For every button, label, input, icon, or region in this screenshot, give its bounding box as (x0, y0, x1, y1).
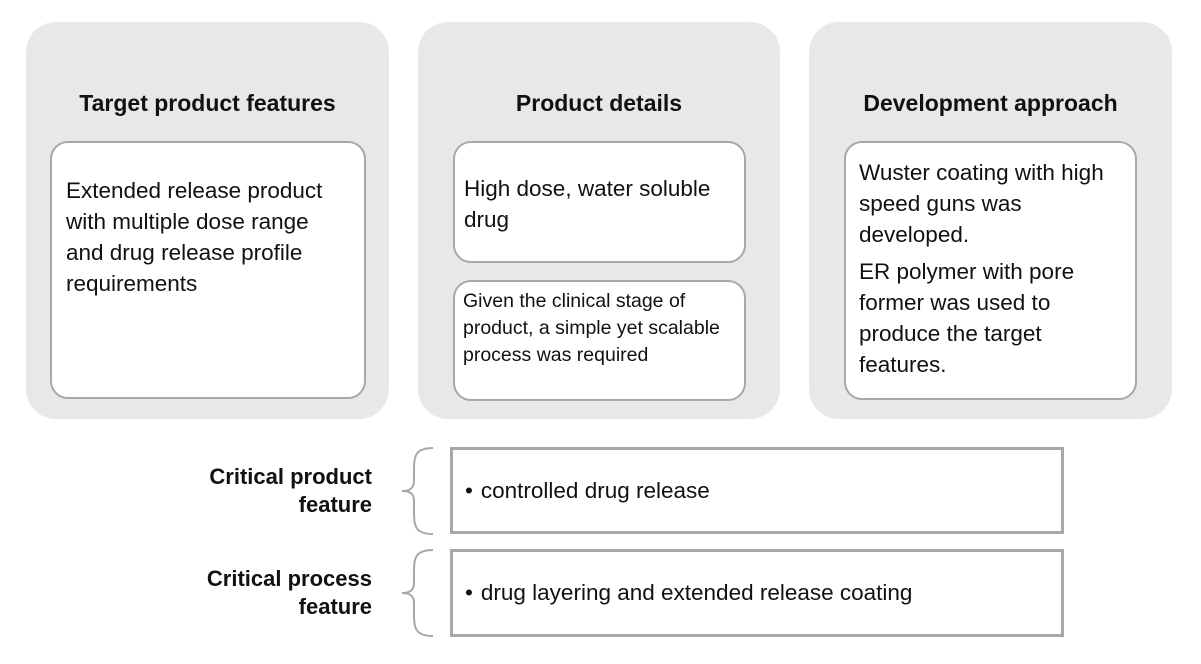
critical-product-label: Critical product feature (209, 464, 372, 517)
development-approach-box: Wuster coating with high speed guns was … (844, 141, 1137, 400)
brace-icon (401, 447, 434, 535)
panel-development-approach: Development approach Wuster coating with… (809, 22, 1172, 419)
panel-title: Development approach (863, 90, 1118, 116)
box-text: Extended release product with multiple d… (66, 178, 323, 296)
box-text: ER polymer with pore former was used to … (859, 259, 1075, 377)
target-features-box: Extended release product with multiple d… (50, 141, 366, 399)
bullet: • (465, 580, 473, 605)
critical-process-box: • drug layering and extended release coa… (450, 549, 1064, 637)
panel-target-product-features: Target product features Extended release… (26, 22, 389, 419)
critical-product-item: controlled drug release (480, 477, 710, 503)
panel-title: Target product features (79, 90, 336, 116)
panel-title: Product details (515, 90, 683, 116)
box-text: Wuster coating with high speed guns was … (859, 160, 1104, 247)
box-text: High dose, water soluble drug (464, 176, 711, 232)
brace-icon (401, 549, 434, 637)
product-details-box-1: High dose, water soluble drug (453, 141, 746, 263)
critical-process-label: Critical process feature (206, 566, 372, 619)
critical-process-item: drug layering and extended release coati… (480, 580, 913, 605)
product-details-box-2: Given the clinical stage of product, a s… (453, 280, 746, 401)
bullet: • (465, 477, 473, 503)
critical-product-box: • controlled drug release (450, 447, 1064, 534)
box-text: Given the clinical stage of product, a s… (463, 290, 720, 366)
panel-product-details: Product details High dose, water soluble… (418, 22, 780, 419)
